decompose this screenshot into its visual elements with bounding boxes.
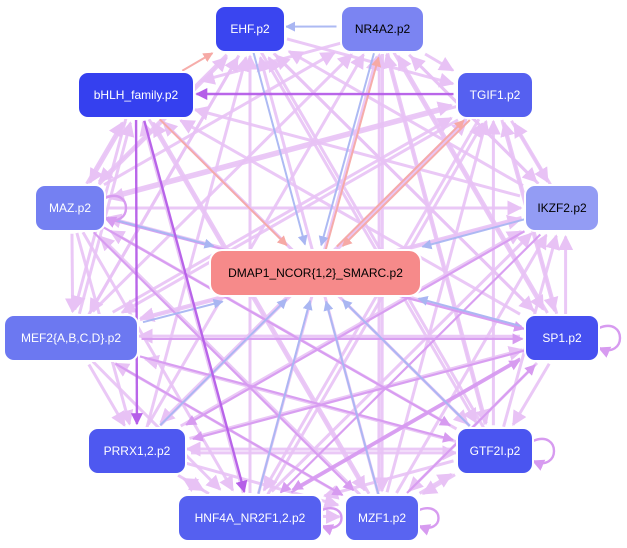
node-bhlh[interactable]: bHLH_family.p2	[77, 71, 195, 119]
center-node-box	[209, 249, 422, 297]
node-box	[340, 5, 425, 53]
edge-gtf2i-to-dmap1	[342, 299, 471, 427]
edge-maz-to-mef2	[64, 233, 80, 314]
edge-bhlh-to-dmap1	[159, 118, 288, 246]
edge-mef2-to-dmap1	[142, 298, 224, 324]
edge-prrx1-to-sp1	[189, 346, 524, 440]
node-mzf1[interactable]: MZF1.p2	[344, 494, 420, 542]
edge-mzf1-to-gtf2i	[418, 472, 453, 495]
edge-hnf4a-to-bhlh	[139, 120, 245, 494]
edge-hnf4a-to-dmap1	[257, 299, 313, 495]
edge-sp1-to-bhlh	[179, 119, 521, 316]
edge-nr4a2-to-tgif1	[424, 52, 455, 72]
edge-hnf4a-to-tgif1	[266, 122, 484, 496]
node-ehf[interactable]: EHF.p2	[214, 5, 286, 53]
edge-hnf4a-to-sp1	[290, 359, 521, 494]
self-loops-layer	[103, 194, 622, 536]
edge-ehf-to-tgif1	[286, 37, 455, 88]
self-loop-sp1	[597, 324, 622, 358]
node-box	[3, 314, 139, 362]
edge-mzf1-to-dmap1	[323, 300, 380, 495]
edge-tgif1-to-hnf4a	[262, 118, 481, 492]
self-loop-mzf1	[417, 507, 440, 536]
edge-bhlh-to-prrx1	[130, 119, 143, 426]
node-label: TGIF1.p2	[470, 88, 521, 102]
node-box	[87, 427, 187, 475]
node-label: PRRX1,2.p2	[104, 444, 171, 458]
edge-mef2-to-tgif1	[111, 116, 453, 314]
edge-hnf4a-to-prrx1	[182, 477, 210, 496]
node-box	[456, 427, 534, 475]
self-loop-gtf2i	[531, 437, 556, 471]
edge-mzf1-to-maz	[99, 235, 361, 496]
edge-mef2-to-prrx1	[87, 363, 126, 427]
node-label: MZF1.p2	[358, 511, 406, 525]
edge-sp1-to-prrx1	[191, 349, 527, 442]
node-label: SP1.p2	[542, 331, 582, 345]
edge-sp1-to-gtf2i	[511, 362, 551, 427]
edge-maz-to-gtf2i	[103, 226, 451, 427]
edge-gtf2i-to-ehf	[267, 56, 485, 429]
edge-nr4a2-to-bhlh	[199, 41, 343, 85]
node-box	[344, 494, 420, 542]
center-node[interactable]: DMAP1_NCOR{1,2}_SMARC.p2	[209, 249, 422, 297]
edge-mzf1-to-bhlh	[151, 121, 371, 495]
node-ikzf2[interactable]: IKZF2.p2	[524, 184, 600, 232]
edge-ehf-to-dmap1	[252, 52, 308, 246]
edge-bhlh-to-mzf1	[147, 118, 367, 492]
edge-dmap1-to-nr4a2	[324, 56, 381, 250]
node-nr4a2[interactable]: NR4A2.p2	[340, 5, 425, 53]
edge-dmap1-to-tgif1	[336, 119, 465, 248]
edge-ikzf2-to-prrx1	[185, 230, 526, 426]
edge-nr4a2-to-gtf2i	[386, 52, 491, 425]
edge-nr4a2-to-sp1	[392, 51, 545, 311]
center-node-label: DMAP1_NCOR{1,2}_SMARC.p2	[228, 266, 403, 280]
edge-prrx1-to-ikzf2	[179, 230, 523, 428]
node-tgif1[interactable]: TGIF1.p2	[456, 71, 534, 119]
node-gtf2i[interactable]: GTF2I.p2	[456, 427, 534, 475]
edge-sp1-to-dmap1	[417, 296, 521, 327]
edge-tgif1-to-ikzf2	[510, 119, 549, 184]
node-box	[524, 184, 600, 232]
node-maz[interactable]: MAZ.p2	[34, 184, 106, 232]
node-hnf4a[interactable]: HNF4A_NR2F1,2.p2	[177, 494, 323, 542]
self-loop-hnf4a	[320, 507, 343, 536]
node-label: NR4A2.p2	[355, 22, 411, 36]
node-sp1[interactable]: SP1.p2	[524, 314, 600, 362]
edge-prrx1-to-nr4a2	[146, 53, 365, 426]
edge-tgif1-to-mef2	[120, 118, 459, 314]
edge-sp1-to-hnf4a	[291, 357, 521, 491]
edge-nr4a2-to-dmap1	[318, 52, 375, 247]
node-label: EHF.p2	[230, 22, 270, 36]
node-box	[524, 314, 600, 362]
edge-bhlh-to-maz	[88, 120, 127, 184]
node-label: MEF2{A,B,C,D}.p2	[21, 331, 121, 345]
node-box	[456, 71, 534, 119]
node-label: MAZ.p2	[49, 201, 91, 215]
edge-maz-to-dmap1	[106, 216, 215, 249]
node-box	[77, 71, 195, 119]
node-label: bHLH_family.p2	[94, 88, 179, 102]
edge-maz-to-tgif1	[105, 101, 453, 199]
node-label: HNF4A_NR2F1,2.p2	[195, 511, 306, 525]
node-prrx1[interactable]: PRRX1,2.p2	[87, 427, 187, 475]
node-mef2[interactable]: MEF2{A,B,C,D}.p2	[3, 314, 139, 362]
edge-tgif1-to-dmap1	[342, 119, 471, 247]
edge-ikzf2-to-dmap1	[421, 218, 525, 250]
edge-gtf2i-to-mzf1	[421, 473, 456, 495]
edge-bhlh-to-ehf	[181, 52, 214, 72]
edge-ikzf2-to-hnf4a	[279, 233, 542, 494]
edge-bhlh-to-hnf4a	[143, 120, 248, 493]
node-label: GTF2I.p2	[470, 444, 521, 458]
edge-ehf-to-gtf2i	[260, 51, 478, 424]
node-box	[34, 184, 106, 232]
node-box	[177, 494, 323, 542]
node-box	[214, 5, 286, 53]
edge-prrx1-to-dmap1	[159, 298, 288, 426]
self-loop-maz	[103, 194, 128, 228]
edge-tgif1-to-maz	[109, 105, 457, 203]
node-label: IKZF2.p2	[537, 201, 587, 215]
edge-ikzf2-to-bhlh	[193, 105, 521, 198]
